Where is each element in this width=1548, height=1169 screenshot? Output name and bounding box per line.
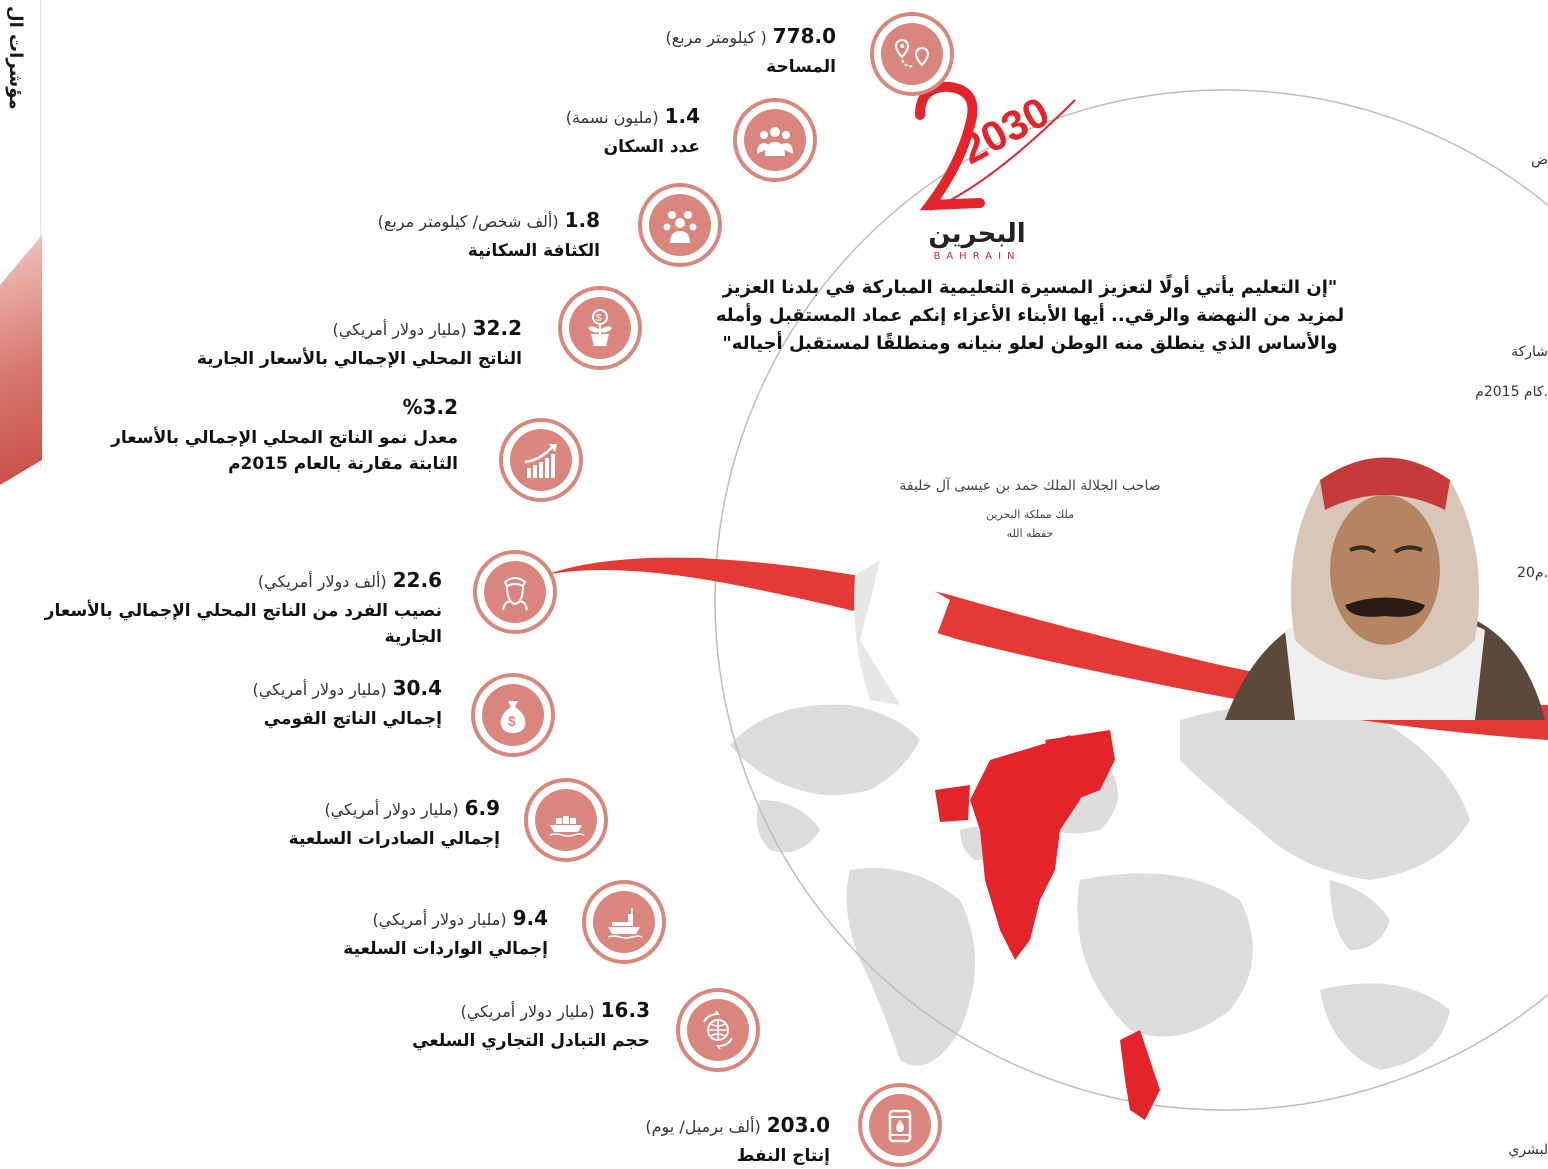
money-bag-indicator-icon-circle: $ <box>471 673 555 757</box>
indicator-unit: (ألف دولار أمريكي) <box>257 572 387 591</box>
growth-chart-indicator-icon-circle <box>499 418 583 502</box>
indicator-label: نصيب الفرد من الناتج المحلي الإجمالي بال… <box>44 601 442 647</box>
indicator-value: 1.4 <box>664 104 700 128</box>
location-pins-indicator-icon-circle <box>870 12 954 96</box>
indicator-value: 6.9 <box>464 796 500 820</box>
clipped-text-4: 20م. <box>1517 565 1548 581</box>
indicator-value: 30.4 <box>392 676 442 700</box>
clipped-text-1: ض <box>1531 152 1548 168</box>
indicator-4: 32.2 (مليار دولار أمريكي) الناتج المحلي ال… <box>197 316 522 372</box>
indicator-value: 1.8 <box>564 208 600 232</box>
indicator-value: 778.0 <box>772 24 836 48</box>
people-group-indicator-icon-circle <box>733 98 817 182</box>
indicator-value: 16.3 <box>600 998 650 1022</box>
indicator-unit: ( كيلومتر مربع) <box>665 28 767 47</box>
indicator-label: إجمالي الواردات السلعية <box>343 939 548 959</box>
clipped-text-5: لبشري <box>1508 1142 1548 1158</box>
indicator-unit: (ألف برميل/ يوم) <box>645 1117 761 1136</box>
logo-arabic-text: البحرين <box>928 219 1026 249</box>
flag-white-edge <box>854 560 900 705</box>
side-title: مؤشرات ال <box>5 6 26 110</box>
indicator-label: معدل نمو الناتج المحلي الإجمالي بالأسعار… <box>111 428 458 474</box>
indicator-label: الكثافة السكانية <box>467 241 600 261</box>
people-group-icon <box>744 109 806 171</box>
king-title: ملك مملكة البحرين <box>986 508 1074 521</box>
crowd-indicator-icon-circle <box>638 183 722 267</box>
indicator-label: إجمالي الناتج القومي <box>263 709 442 729</box>
indicator-value: 9.4 <box>512 906 548 930</box>
indicator-arc <box>714 89 1548 1111</box>
indicator-5: %3.2 معدل نمو الناتج المحلي الإجمالي بالأ… <box>98 395 458 477</box>
money-bag-icon: $ <box>482 684 544 746</box>
indicator-label: حجم التبادل التجاري السلعي <box>412 1031 650 1051</box>
flag-white-band <box>860 560 965 720</box>
cargo-ship-indicator-icon-circle <box>524 778 608 862</box>
clipped-text-3: كام 2015م. <box>1475 384 1548 400</box>
location-pins-icon <box>881 23 943 85</box>
money-plant-indicator-icon-circle: $ <box>558 286 642 370</box>
left-strip: مؤشرات ال <box>0 0 42 1167</box>
indicator-unit: (مليار دولار أمريكي) <box>372 910 507 929</box>
svg-text:$: $ <box>596 313 602 324</box>
globe-exchange-indicator-icon-circle <box>676 988 760 1072</box>
indicator-2: 1.4 (مليون نسمة) عدد السكان <box>566 104 700 160</box>
crowd-icon <box>649 194 711 256</box>
bahrain-north-islands <box>1045 730 1115 800</box>
indicator-10: 16.3 (مليار دولار أمريكي) حجم التبادل التج… <box>412 998 650 1054</box>
indicator-label: إنتاج النفط <box>736 1146 830 1166</box>
indicator-unit: (مليون نسمة) <box>565 108 659 127</box>
hawar-islands <box>1120 1030 1160 1120</box>
cargo-ship-icon <box>535 789 597 851</box>
indicator-8: 6.9 (مليار دولار أمريكي) إجمالي الصادرات ا… <box>289 796 500 852</box>
clipped-text-2: شاركة <box>1511 344 1548 360</box>
indicator-label: إجمالي الصادرات السلعية <box>288 829 500 849</box>
person-headscarf-indicator-icon-circle <box>473 550 557 634</box>
indicator-label: الناتج المحلي الإجمالي بالأسعار الجارية <box>196 349 522 369</box>
indicator-label: عدد السكان <box>603 137 700 157</box>
indicator-value: 22.6 <box>392 568 442 592</box>
indicator-3: 1.8 (ألف شخص/ كيلومتر مربع) الكثافة السكان… <box>378 208 600 264</box>
indicator-value: 203.0 <box>766 1113 830 1137</box>
tanker-ship-indicator-icon-circle <box>582 880 666 964</box>
svg-text:$: $ <box>508 713 516 729</box>
indicator-6: 22.6 (ألف دولار أمريكي) نصيب الفرد من النا… <box>12 568 442 650</box>
indicator-unit: (مليار دولار أمريكي) <box>332 320 467 339</box>
money-plant-icon: $ <box>569 297 631 359</box>
indicator-9: 9.4 (مليار دولار أمريكي) إجمالي الواردات ا… <box>343 906 548 962</box>
king-note: حفظه الله <box>1006 527 1054 540</box>
indicator-label: المساحة <box>766 57 836 77</box>
bahrain-islet <box>935 785 970 822</box>
tanker-ship-icon <box>593 891 655 953</box>
bahrain-main-island <box>970 735 1090 960</box>
indicator-unit: (مليار دولار أمريكي) <box>324 800 459 819</box>
indicator-value: %3.2 <box>402 395 458 419</box>
indicator-7: 30.4 (مليار دولار أمريكي) إجمالي الناتج ال… <box>253 676 442 732</box>
indicator-value: 32.2 <box>472 316 522 340</box>
indicator-unit: (مليار دولار أمريكي) <box>252 680 387 699</box>
indicator-1: 778.0 ( كيلومتر مربع) المساحة <box>665 24 836 80</box>
indicator-unit: (ألف شخص/ كيلومتر مربع) <box>377 212 559 231</box>
indicator-11: 203.0 (ألف برميل/ يوم) إنتاج النفط <box>645 1113 830 1169</box>
growth-chart-icon <box>510 429 572 491</box>
person-headscarf-icon <box>484 561 546 623</box>
globe-exchange-icon <box>687 999 749 1061</box>
royal-quote: "إن التعليم يأتي أولًا لتعزيز المسيرة ال… <box>715 277 1345 354</box>
oil-barrel-indicator-icon-circle <box>858 1083 942 1167</box>
king-name: صاحب الجلالة الملك حمد بن عيسى آل خليفة <box>899 478 1161 494</box>
oil-barrel-icon <box>869 1094 931 1156</box>
logo-latin-text: BAHRAIN <box>933 251 1021 262</box>
indicator-unit: (مليار دولار أمريكي) <box>460 1002 595 1021</box>
king-portrait <box>1225 457 1545 720</box>
